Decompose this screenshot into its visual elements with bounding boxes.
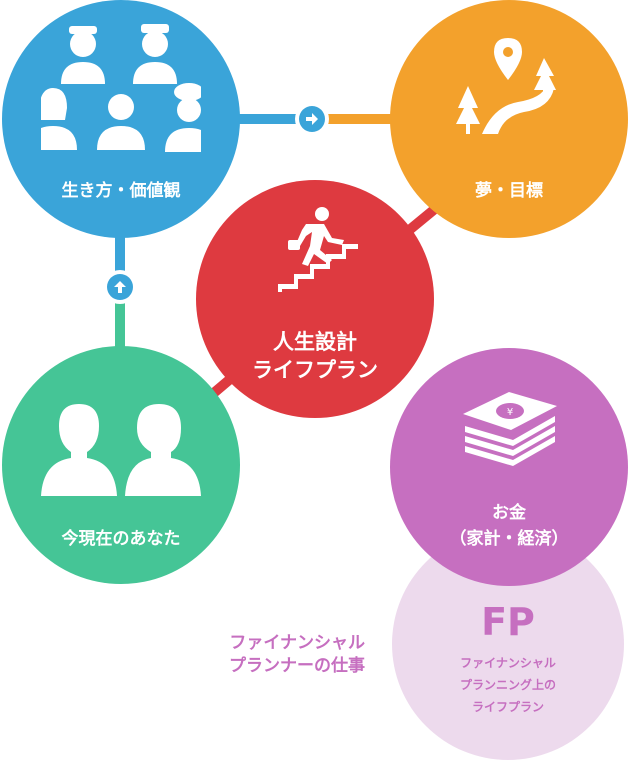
arrow-right-badge bbox=[295, 102, 329, 136]
fp-line1: ファイナンシャル bbox=[460, 656, 556, 670]
map-pin-road-icon bbox=[456, 38, 556, 134]
money-label-line2: （家計・経済） bbox=[449, 529, 569, 549]
present-circle: 今現在のあなた bbox=[2, 346, 240, 584]
svg-text:¥: ¥ bbox=[507, 407, 513, 418]
money-stack-icon: ¥ bbox=[463, 392, 557, 466]
fp-caption-line2: プランナーの仕事 bbox=[229, 656, 365, 676]
arrow-up-badge bbox=[103, 270, 137, 304]
two-person-silhouette-icon bbox=[41, 404, 201, 496]
fp-circle: FP ファイナンシャル プランニング上の ライフプラン bbox=[392, 528, 624, 760]
fp-title: FP bbox=[481, 600, 535, 644]
money-label-line1: お金 bbox=[492, 503, 526, 523]
fp-caption: ファイナンシャル プランナーの仕事 bbox=[190, 632, 365, 678]
arrow-right-icon bbox=[299, 106, 325, 132]
lifeplan-circle: 人生設計 ライフプラン bbox=[196, 180, 434, 418]
fp-line3: ライフプラン bbox=[471, 700, 544, 714]
arrow-up-icon bbox=[107, 274, 133, 300]
fp-caption-line1: ファイナンシャル bbox=[229, 633, 365, 653]
dreams-circle: 夢・目標 bbox=[390, 0, 628, 238]
fp-line2: プランニング上の bbox=[459, 678, 556, 692]
values-label: 生き方・価値観 bbox=[61, 181, 181, 201]
values-circle: 生き方・価値観 bbox=[2, 0, 240, 238]
lifeplan-label-line1: 人生設計 bbox=[273, 330, 357, 354]
money-circle: ¥ お金 （家計・経済） bbox=[390, 348, 628, 586]
lifeplan-label-line2: ライフプラン bbox=[252, 358, 378, 382]
people-group-icon bbox=[41, 24, 201, 152]
running-upstairs-icon bbox=[278, 207, 358, 292]
dreams-label: 夢・目標 bbox=[475, 181, 543, 201]
present-label: 今現在のあなた bbox=[61, 529, 181, 549]
